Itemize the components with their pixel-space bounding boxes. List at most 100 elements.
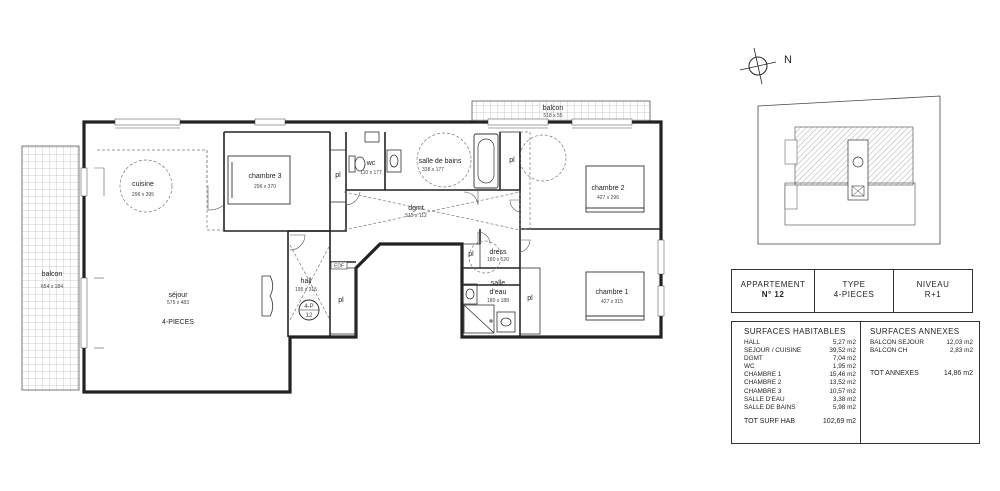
surface-row-label: CHAMBRE 3 (744, 387, 782, 395)
pl-label: pl (527, 295, 533, 302)
beds (227, 155, 645, 321)
toilet (348, 155, 366, 173)
chambre1-label: chambre 1 (595, 289, 628, 296)
surface-row-value: 12,03 m2 (946, 339, 973, 346)
appartement-number: N° 12 (761, 290, 785, 299)
surface-row: SEJOUR / CUISINE 39,52 m2 (744, 347, 856, 355)
surfaces-habitables-total: TOT SURF HAB 102,69 m2 (744, 418, 856, 425)
balcon-left-label: balcon (42, 271, 63, 278)
north-label: N (784, 54, 792, 66)
pl-label: pl (338, 297, 344, 304)
appartement-cell: APPARTEMENT N° 12 (731, 269, 815, 313)
surface-row: BALCON SEJOUR 12,03 m2 (870, 339, 973, 347)
surfaces-habitables-title: SURFACES HABITABLES (744, 327, 846, 336)
sdb-label: salle de bains (419, 158, 462, 165)
balcon-left-dim: 654 x 184 (41, 284, 63, 290)
wc-label: wc (366, 160, 376, 167)
balcon-top-dim: 518 x 55 (543, 113, 562, 119)
apartment-tag-top: 4-P (304, 304, 313, 310)
surface-row: CHAMBRE 2 13,52 m2 (744, 379, 856, 387)
edf-label: EDF (334, 264, 344, 270)
surface-row-value: 7,04 m2 (832, 355, 856, 363)
surface-row-value: 15,46 m2 (829, 371, 856, 379)
sejour-extra: 4-PIECES (162, 319, 194, 326)
surface-row-label: WC (744, 363, 755, 371)
surface-row-value: 13,52 m2 (829, 379, 856, 387)
sde-dim: 180 x 188 (487, 298, 509, 304)
type-value: 4-PIECES (833, 290, 875, 299)
edf-box (330, 261, 348, 270)
chambre3-label: chambre 3 (248, 173, 281, 180)
dress-dim: 180 x 120 (487, 257, 509, 263)
niveau-value: R+1 (924, 290, 942, 299)
pl-label: pl (468, 251, 474, 258)
surface-row-label: CHAMBRE 1 (744, 371, 782, 379)
chambre3-dim: 296 x 370 (254, 184, 276, 190)
balcony-left (21, 145, 80, 391)
sejour-dim: 575 x 483 (167, 300, 189, 306)
surface-row-label: BALCON SEJOUR (870, 339, 924, 346)
surfaces-annexes-title: SURFACES ANNEXES (870, 327, 960, 336)
surface-row-label: CHAMBRE 2 (744, 379, 782, 387)
surfaces-annexes-list: BALCON SEJOUR 12,03 m2 BALCON CH 2,83 m2 (870, 339, 973, 355)
total-hab-label: TOT SURF HAB (744, 418, 796, 425)
kitchen-circle (119, 159, 173, 213)
surface-row: CHAMBRE 1 15,46 m2 (744, 371, 856, 379)
balcon-top-label: balcon (543, 105, 564, 112)
cupboards (329, 131, 541, 335)
surface-row-value: 2,83 m2 (949, 347, 973, 355)
total-annexes-value: 14,86 m2 (943, 370, 973, 377)
entrance-door (261, 275, 274, 317)
surfaces-annexes-total: TOT ANNEXES 14,86 m2 (870, 370, 973, 377)
surface-row-label: SALLE DE BAINS (744, 403, 796, 411)
total-hab-value: 102,69 m2 (822, 418, 856, 425)
type-cell: TYPE 4-PIECES (814, 269, 894, 313)
sde-label-2: d'eau (490, 289, 507, 296)
surface-row-label: DGMT (744, 355, 763, 363)
type-label: TYPE (842, 280, 866, 289)
cuisine-dim: 296 x 395 (132, 192, 154, 198)
surface-row-value: 39,52 m2 (829, 347, 856, 355)
surface-row-label: SEJOUR / CUISINE (744, 347, 802, 355)
sinks (364, 131, 516, 333)
surface-row-value: 3,38 m2 (832, 395, 856, 403)
surface-row-label: BALCON CH (870, 347, 908, 355)
apartment-tag-bottom: 12 (306, 313, 313, 319)
doors (94, 167, 531, 349)
surface-row: SALLE D'EAU 3,38 m2 (744, 396, 856, 404)
chambre1-dim: 427 x 315 (601, 299, 623, 305)
bathroom-circles (416, 132, 567, 274)
hall-label: hall (301, 278, 312, 285)
niveau-label: NIVEAU (916, 280, 950, 289)
north-arrow-icon: N (739, 47, 792, 85)
sde-label-1: salle (491, 280, 506, 287)
total-annexes-label: TOT ANNEXES (870, 370, 919, 377)
hall-dim: 195 x 315 (295, 287, 317, 293)
dashed-lines (97, 131, 531, 321)
surface-row: DGMT 7,04 m2 (744, 355, 856, 363)
appartement-label: APPARTEMENT (740, 280, 806, 289)
surface-row: CHAMBRE 3 10,57 m2 (744, 388, 856, 396)
bathtub (473, 133, 499, 189)
surface-row: BALCON CH 2,83 m2 (870, 347, 973, 355)
pl-label: pl (335, 172, 341, 179)
key-plan (757, 95, 941, 245)
surface-row-label: SALLE D'EAU (744, 395, 785, 403)
windows (80, 118, 665, 349)
surface-row-value: 5,27 m2 (832, 339, 856, 346)
dgmt-dim: 515 x 112 (405, 213, 427, 219)
wc-dim: 110 x 177 (360, 170, 382, 176)
chambre2-label: chambre 2 (591, 185, 624, 192)
surface-row-value: 10,57 m2 (829, 387, 856, 395)
pl-label: pl (509, 157, 515, 164)
dgmt-label: dgmt (408, 205, 424, 212)
shower (463, 304, 495, 334)
niveau-cell: NIVEAU R+1 (893, 269, 973, 313)
sdb-dim: 338 x 177 (422, 167, 444, 173)
